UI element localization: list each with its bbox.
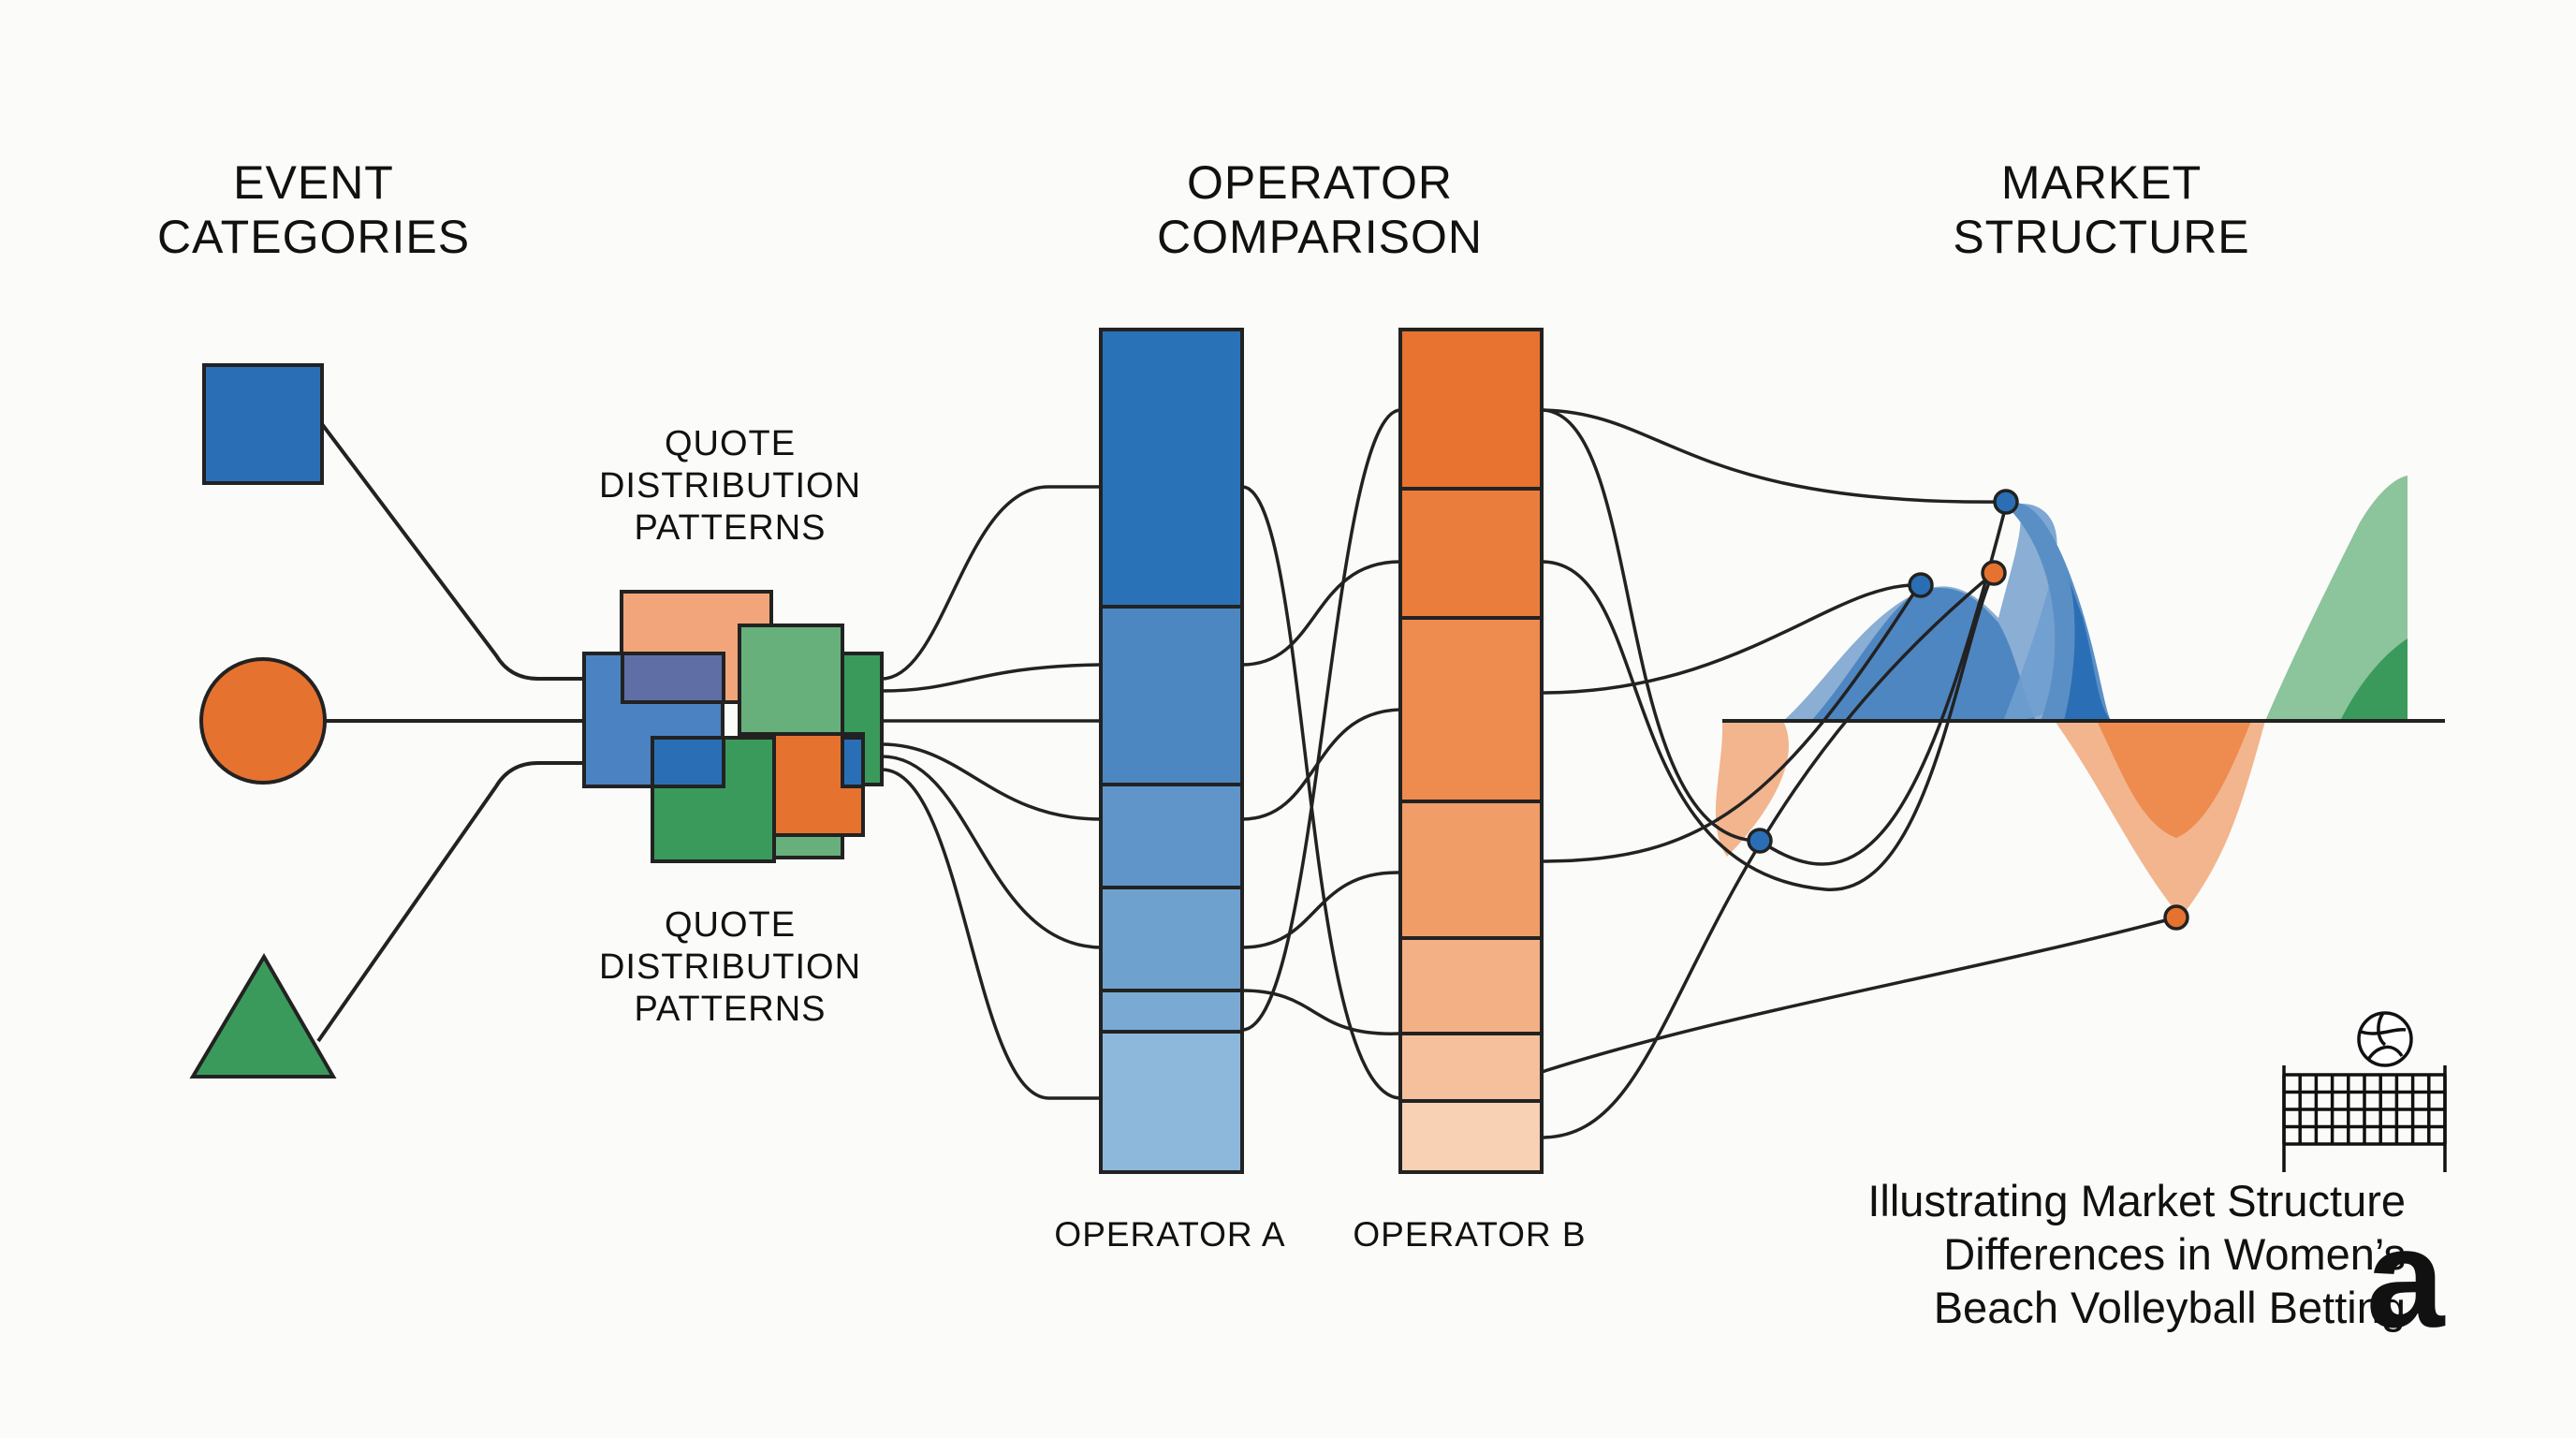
operator-a-bar xyxy=(1099,328,1244,1174)
quote-label-line: PATTERNS xyxy=(634,990,827,1029)
operator-b-label: OPERATOR B xyxy=(1353,1215,1587,1254)
operator-a-segment xyxy=(1099,328,1244,609)
caption-line: Beach Volleyball Betting xyxy=(1933,1283,2406,1332)
operator-b-segment xyxy=(1398,936,1544,1035)
operator-a-segment xyxy=(1099,605,1244,786)
header-line: COMPARISON xyxy=(1157,211,1483,263)
marker-orange-low xyxy=(2163,904,2189,931)
flow-connectors xyxy=(881,408,2177,1139)
operator-b-segment xyxy=(1398,487,1544,620)
header-line: OPERATOR xyxy=(1187,156,1453,209)
net-icon xyxy=(2282,1065,2447,1172)
operator-a-segment xyxy=(1099,989,1244,1034)
quote-label-line: DISTRIBUTION xyxy=(598,466,862,506)
operator-a-segment xyxy=(1099,783,1244,889)
header-line: CATEGORIES xyxy=(156,211,471,263)
header-market-structure: MARKET STRUCTURE xyxy=(1900,155,2303,264)
operator-b-segment xyxy=(1398,1099,1544,1174)
operator-a-label: OPERATOR A xyxy=(1054,1215,1286,1254)
brand-logo: a xyxy=(2366,1199,2445,1357)
caption-line: Differences in Women’s xyxy=(1943,1229,2406,1279)
header-line: STRUCTURE xyxy=(1953,211,2250,263)
operator-b-bar xyxy=(1398,328,1544,1174)
quote-label-line: DISTRIBUTION xyxy=(598,947,862,987)
circle-icon xyxy=(199,657,327,785)
marker-orange-mid xyxy=(1981,560,2007,586)
quote-label-bottom: QUOTE DISTRIBUTION PATTERNS xyxy=(562,904,899,1031)
quote-cluster xyxy=(582,590,884,863)
header-operator-comparison: OPERATOR COMPARISON xyxy=(1114,155,1526,264)
marker-blue-mid xyxy=(1908,572,1934,598)
caption: Illustrating Market Structure Difference… xyxy=(1666,1174,2406,1334)
quote-label-line: QUOTE xyxy=(664,905,797,945)
market-markers xyxy=(1747,489,2189,931)
quote-label-line: PATTERNS xyxy=(634,508,827,548)
square-icon xyxy=(202,363,324,485)
category-connectors xyxy=(316,422,585,1043)
operator-a-segment xyxy=(1099,1030,1244,1174)
triangle-icon xyxy=(189,953,337,1078)
marker-blue-low xyxy=(1747,828,1773,854)
operator-b-segment xyxy=(1398,1032,1544,1103)
header-line: EVENT xyxy=(233,156,394,209)
header-event-categories: EVENT CATEGORIES xyxy=(131,155,496,264)
operator-a-segment xyxy=(1099,886,1244,992)
marker-blue-peak xyxy=(1993,489,2019,515)
caption-line: Illustrating Market Structure xyxy=(1867,1176,2406,1225)
market-wave xyxy=(1715,476,2445,917)
operator-b-segment xyxy=(1398,800,1544,940)
operator-b-segment xyxy=(1398,616,1544,803)
quote-label-line: QUOTE xyxy=(664,424,797,463)
operator-b-segment xyxy=(1398,328,1544,491)
header-line: MARKET xyxy=(2000,156,2203,209)
volleyball-icon xyxy=(2357,1011,2413,1067)
quote-label-top: QUOTE DISTRIBUTION PATTERNS xyxy=(562,423,899,550)
